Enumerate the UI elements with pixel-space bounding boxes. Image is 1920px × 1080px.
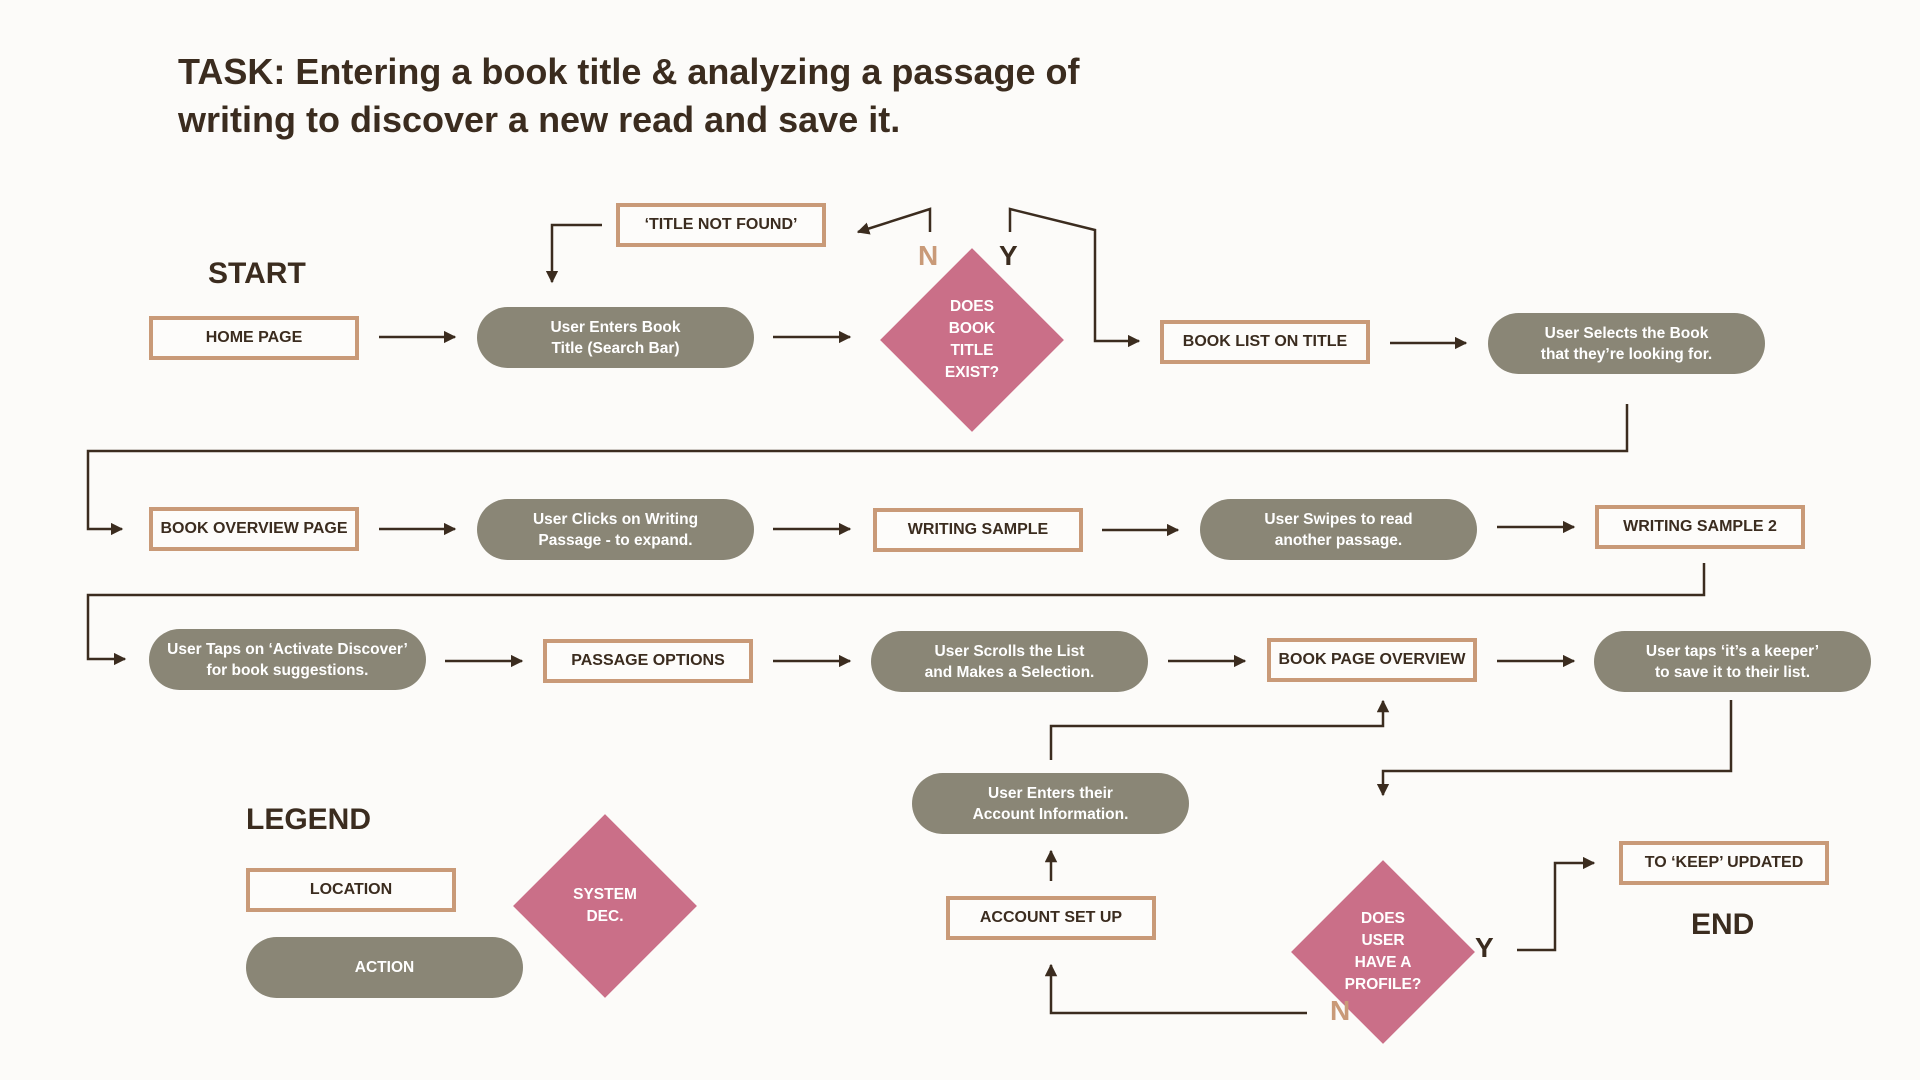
arrow-sample2-to-discover: [86, 563, 1706, 666]
node-click-passage: User Clicks on Writing Passage - to expa…: [477, 499, 754, 560]
arrow-keeper-to-profile: [1376, 700, 1733, 797]
node-enter-account: User Enters their Account Information.: [912, 773, 1189, 834]
branch-exists-no: N: [918, 240, 939, 271]
arrow-select-to-overview: [86, 404, 1629, 536]
end-label: END: [1691, 908, 1755, 941]
node-home-page: HOME PAGE: [149, 316, 359, 360]
node-enter-title: User Enters Book Title (Search Bar): [477, 307, 754, 368]
node-has-profile-text: DOES USER HAVE A PROFILE?: [1344, 910, 1422, 993]
node-book-overview: BOOK OVERVIEW PAGE: [149, 507, 359, 551]
node-book-list: BOOK LIST ON TITLE: [1160, 320, 1370, 364]
start-label: START: [208, 257, 306, 290]
arrow-profile-no: [1044, 963, 1307, 1015]
legend-heading: LEGEND: [246, 803, 372, 836]
node-book-exists: DOES BOOK TITLE EXIST?: [880, 248, 1064, 432]
node-activate-discover: User Taps on ‘Activate Discover’ for boo…: [149, 629, 426, 690]
node-title-not-found: ‘TITLE NOT FOUND’: [616, 203, 826, 247]
arrow-decision-no: [856, 207, 932, 235]
arrow-notfound-to-enter: [545, 223, 602, 284]
node-swipe-passage: User Swipes to read another passage.: [1200, 499, 1477, 560]
node-account-setup: ACCOUNT SET UP: [946, 896, 1156, 940]
node-keeper: User taps ‘it’s a keeper’ to save it to …: [1594, 631, 1871, 692]
branch-exists-yes: Y: [999, 240, 1018, 271]
arrow-enteraccount-to-bookpage: [1049, 699, 1390, 760]
legend-location: LOCATION: [246, 868, 456, 912]
node-has-profile: DOES USER HAVE A PROFILE?: [1291, 860, 1475, 1044]
node-writing-sample-2: WRITING SAMPLE 2: [1595, 505, 1805, 549]
page-title: TASK: Entering a book title & analyzing …: [178, 51, 1080, 140]
arrow-profile-yes: [1517, 856, 1596, 952]
arrow-decision-yes: [1008, 207, 1141, 348]
node-book-page-overview: BOOK PAGE OVERVIEW: [1267, 638, 1477, 682]
node-passage-options: PASSAGE OPTIONS: [543, 639, 753, 683]
node-select-book: User Selects the Book that they’re looki…: [1488, 313, 1765, 374]
branch-profile-no: N: [1330, 995, 1351, 1026]
legend-decision: SYSTEM DEC.: [513, 814, 697, 998]
legend-action: ACTION: [246, 937, 523, 998]
legend-decision-text: SYSTEM DEC.: [573, 886, 637, 925]
branch-profile-yes: Y: [1475, 932, 1494, 963]
node-scroll-list: User Scrolls the List and Makes a Select…: [871, 631, 1148, 692]
node-writing-sample: WRITING SAMPLE: [873, 508, 1083, 552]
node-keep-updated: TO ‘KEEP’ UPDATED: [1619, 841, 1829, 885]
node-book-exists-text: DOES BOOK TITLE EXIST?: [944, 298, 1000, 381]
